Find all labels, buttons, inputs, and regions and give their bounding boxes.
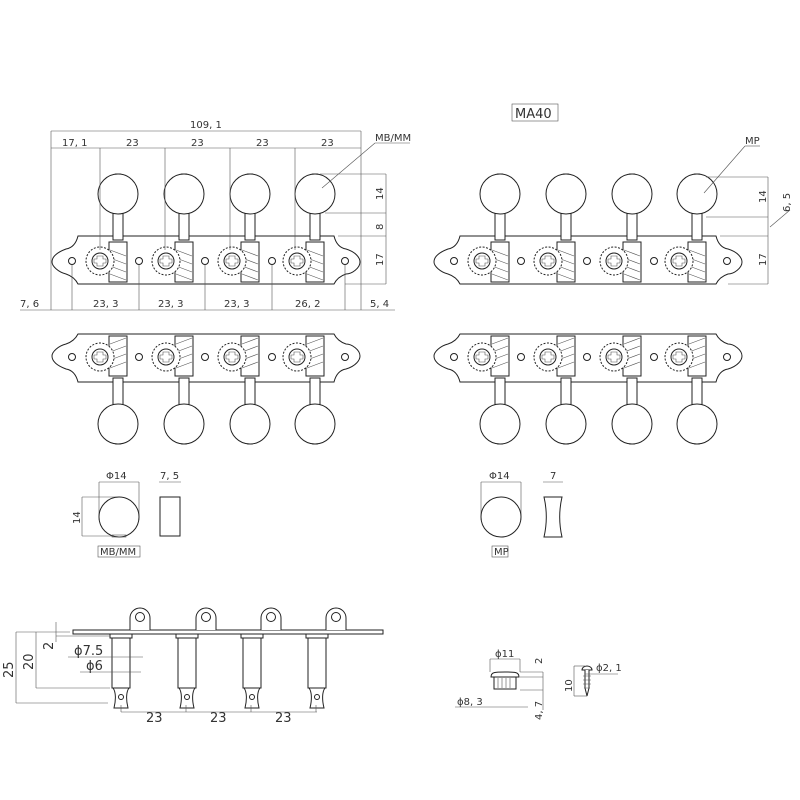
dim-left-edge: 7, 6: [20, 299, 39, 310]
bushing-detail: [455, 658, 544, 710]
knob-detail-left: [81, 481, 181, 558]
side-spacing: 23: [146, 711, 163, 726]
dim-spacing: 23: [321, 138, 334, 149]
dim-overall: 109, 1: [190, 120, 222, 131]
knob-detail-right: [480, 481, 563, 558]
strip-bottom-right: [434, 334, 742, 444]
dim-spacing: 23: [191, 138, 204, 149]
dim-hole: 23, 3: [158, 299, 183, 310]
side-plate: 2: [42, 642, 57, 650]
screw-detail: [573, 665, 618, 697]
strip-top-right: [434, 174, 742, 284]
side-post: 20: [22, 653, 37, 670]
dim-plate: 17: [375, 253, 386, 266]
side-bush-dia: ϕ7.5: [74, 644, 103, 659]
knob-left-height: 14: [72, 511, 83, 524]
side-view: [72, 607, 384, 709]
knob-left-thickness: 7, 5: [160, 471, 179, 482]
knob-right-thickness: 7: [550, 471, 556, 482]
dim-shaft-right: 6, 5: [782, 193, 793, 212]
knob-right-tag: MP: [494, 547, 509, 558]
side-total: 25: [2, 661, 17, 678]
dim-knob-height: 14: [375, 187, 386, 200]
bushing-body-dia: ϕ8, 3: [457, 697, 483, 708]
strip-bottom-left: [52, 334, 360, 444]
screw-length: 10: [564, 679, 575, 692]
dim-spacing: 23: [126, 138, 139, 149]
screw-dia: ϕ2, 1: [596, 663, 622, 674]
bushing-head: 2: [534, 658, 545, 664]
dim-hole: 23, 3: [224, 299, 249, 310]
model-box: [511, 103, 559, 122]
dim-hole: 23, 3: [93, 299, 118, 310]
dim-first: 17, 1: [62, 138, 87, 149]
dim-hole: 26, 2: [295, 299, 320, 310]
dim-plate-right: 17: [758, 253, 769, 266]
variant-label-right: MP: [745, 136, 760, 147]
side-post-dia: ϕ6: [86, 659, 103, 674]
knob-left-diameter: Φ14: [106, 471, 127, 482]
strip-top-left: [52, 174, 360, 284]
side-spacing: 23: [275, 711, 292, 726]
dim-right-edge: 5, 4: [370, 299, 389, 310]
bushing-top-dia: ϕ11: [495, 649, 514, 660]
variant-label-left: MB/MM: [375, 133, 411, 144]
bushing-height: 4, 7: [534, 701, 545, 720]
dim-knob-height-right: 14: [758, 190, 769, 203]
dim-shaft: 8: [375, 224, 386, 230]
side-spacing: 23: [210, 711, 227, 726]
knob-left-tag: MB/MM: [100, 547, 136, 558]
dim-spacing: 23: [256, 138, 269, 149]
knob-right-diameter: Φ14: [489, 471, 510, 482]
model-label: MA40: [515, 107, 552, 122]
